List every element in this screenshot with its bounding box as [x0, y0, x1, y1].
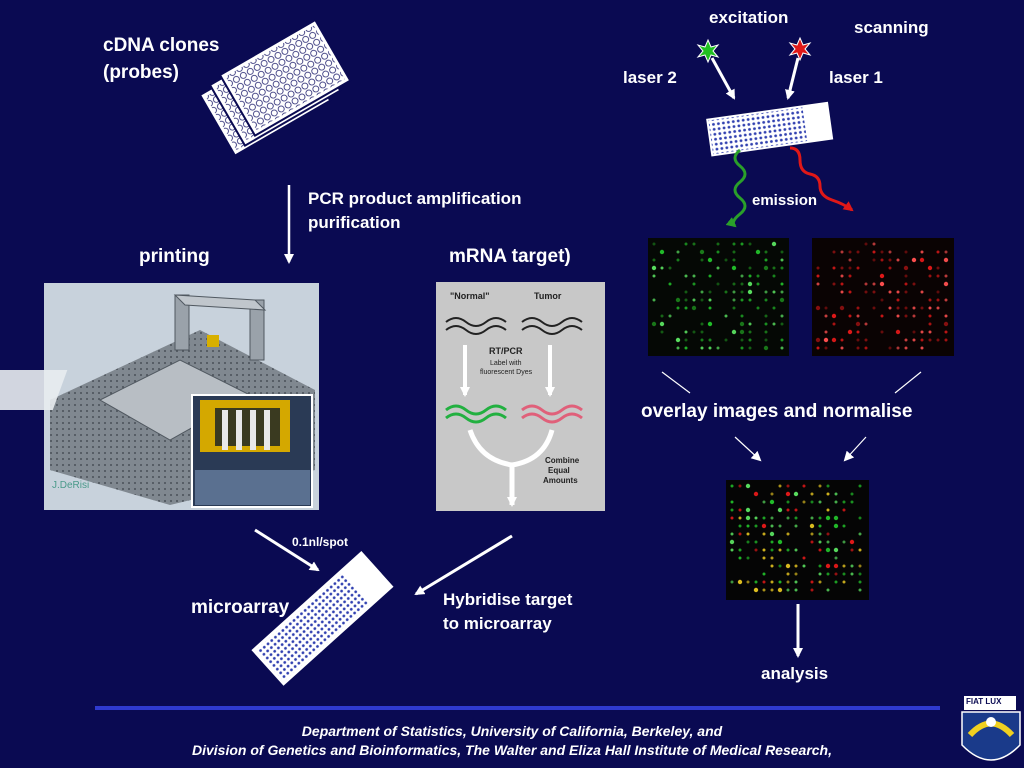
rt-combine-2: Equal: [548, 466, 570, 475]
connector-right: [894, 371, 922, 394]
green-scan-image: [648, 238, 789, 356]
rt-tumor-label: Tumor: [534, 291, 562, 301]
emission-label: emission: [752, 192, 818, 209]
scanned-slide: [703, 99, 836, 159]
overlay-label: overlay images and normalise: [641, 401, 913, 422]
logo-motto: FIAT LUX: [966, 697, 1002, 706]
scanning-label: scanning: [854, 18, 929, 37]
printing-robot-image: [0, 283, 319, 510]
analysis-label: analysis: [761, 664, 829, 683]
printer-credit: J.DeRisi: [52, 480, 90, 491]
fiat-lux-logo: [961, 696, 1021, 761]
spot-volume-label: 0.1nl/spot: [292, 535, 349, 549]
red-scan-image: [812, 238, 954, 356]
laser2-label: laser 2: [623, 68, 677, 87]
overlay-arrow-right: [843, 436, 867, 462]
mrna-target-label: mRNA target): [449, 246, 571, 267]
hybridise-label: Hybridise target: [443, 590, 573, 609]
rt-combine-3: Amounts: [543, 476, 578, 485]
purification-label: purification: [308, 213, 401, 232]
printing-label: printing: [139, 246, 210, 267]
pcr-label: PCR product amplification: [308, 189, 522, 208]
spot-arrow: [254, 528, 320, 572]
rt-pcr-label: RT/PCR: [489, 346, 523, 356]
footer-rule: [95, 706, 940, 710]
laser-stars: [696, 36, 812, 100]
overlay-arrow-left: [734, 436, 762, 462]
red-emission: [789, 146, 854, 212]
green-emission: [725, 148, 747, 228]
laser1-label: laser 1: [829, 68, 883, 87]
footer-line1: Department of Statistics, University of …: [301, 723, 723, 739]
to-microarray-label: to microarray: [443, 614, 552, 633]
rt-label-dyes-1: Label with: [490, 360, 522, 367]
hybridise-arrow: [414, 534, 513, 596]
excitation-label: excitation: [709, 8, 789, 27]
overlay-image: [726, 480, 869, 600]
footer-line2: Division of Genetics and Bioinformatics,…: [192, 742, 832, 758]
microarray-slide: [248, 548, 397, 689]
cdna-clones-label: cDNA clones: [103, 35, 220, 56]
microarray-label: microarray: [191, 597, 290, 618]
connector-left: [661, 371, 691, 394]
rt-label-dyes-2: fluorescent Dyes: [480, 369, 533, 376]
rt-normal-label: "Normal": [450, 291, 490, 301]
rt-pcr-image: [436, 282, 605, 511]
cdna-plates: [198, 18, 352, 157]
probes-label: (probes): [103, 62, 179, 83]
rt-combine-1: Combine: [545, 456, 580, 465]
